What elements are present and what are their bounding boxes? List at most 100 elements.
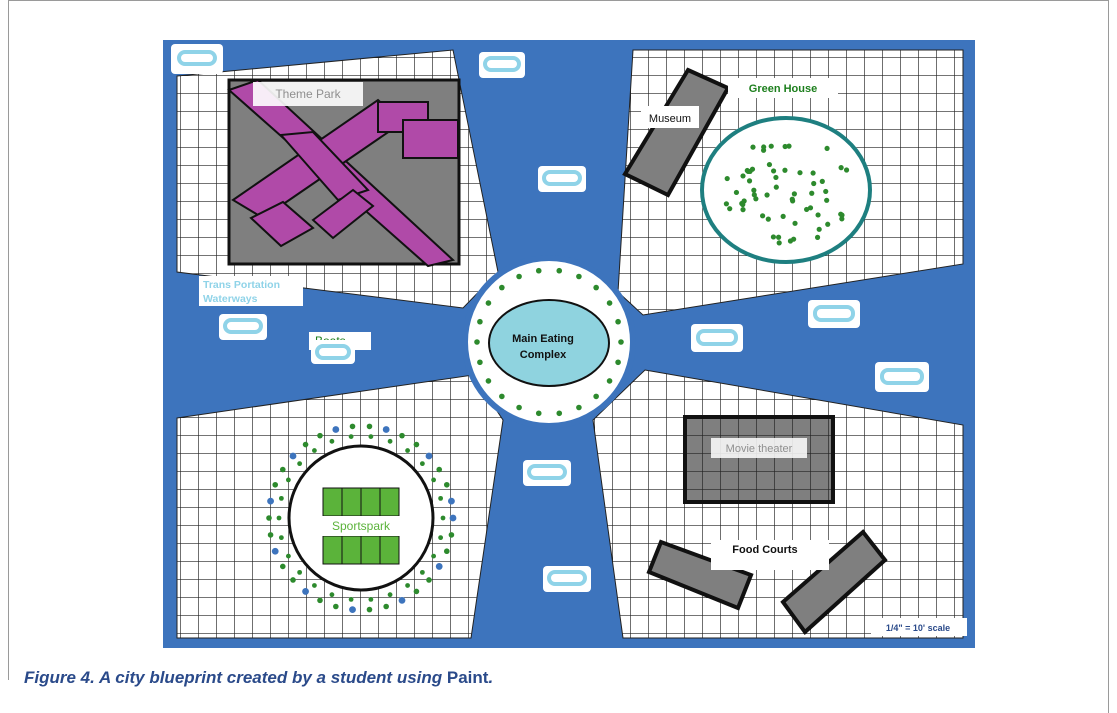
tree-icon: [348, 434, 354, 439]
tree-icon: [797, 170, 803, 176]
main-eating-label-line1: Main Eating: [512, 333, 574, 345]
tree-icon: [843, 167, 850, 173]
tree-icon: [838, 165, 844, 171]
tree-icon: [814, 234, 821, 240]
tree-icon: [744, 167, 750, 174]
tree-icon: [556, 410, 563, 417]
sportspark-label: Sportspark: [332, 519, 391, 533]
tree-icon: [839, 212, 845, 218]
tree-icon: [810, 170, 816, 176]
movie-theater: Movie theater: [683, 415, 835, 504]
tree-icon: [576, 273, 582, 280]
tree-icon: [435, 563, 443, 570]
tree-icon: [436, 466, 443, 473]
caption-app-name: Paint: [446, 668, 489, 687]
tree-icon: [760, 213, 766, 219]
boat-icon: [223, 318, 263, 334]
tree-icon: [499, 284, 505, 291]
tree-icon: [312, 448, 317, 453]
tree-icon: [499, 393, 505, 400]
movie-theater-label: Movie theater: [726, 443, 793, 455]
tree-icon: [775, 234, 782, 240]
tree-icon: [413, 588, 420, 595]
tree-icon: [749, 166, 756, 172]
tree-icon: [776, 240, 782, 246]
tree-icon: [819, 178, 825, 184]
tree-icon: [405, 448, 410, 453]
tree-icon: [803, 206, 810, 213]
tree-icon: [751, 192, 757, 198]
tree-icon: [765, 216, 771, 222]
tree-icon: [764, 192, 770, 198]
tree-icon: [278, 535, 284, 541]
tree-icon: [485, 378, 492, 384]
tree-icon: [333, 603, 339, 610]
tree-icon: [443, 548, 450, 555]
caption-end: .: [488, 668, 494, 687]
tree-icon: [271, 547, 279, 555]
tree-icon: [279, 466, 286, 473]
tree-icon: [751, 187, 757, 193]
tree-icon: [398, 596, 406, 604]
transportation-label-line2: Waterways: [203, 293, 258, 305]
tree-icon: [329, 592, 335, 598]
tree-icon: [789, 196, 795, 202]
tree-icon: [279, 563, 286, 570]
scale-label-group: 1/4" = 10' scale: [871, 618, 967, 636]
tree-icon: [448, 497, 455, 505]
tree-icon: [348, 597, 354, 602]
transportation-label-group: Trans Portation Waterways: [199, 276, 303, 306]
tree-icon: [535, 410, 542, 417]
tree-icon: [809, 190, 815, 196]
tree-icon: [516, 273, 522, 280]
tree-icon: [449, 514, 457, 522]
tree-icon: [816, 226, 822, 232]
tree-icon: [766, 161, 773, 168]
tree-icon: [366, 606, 373, 613]
boat-icon: [880, 368, 924, 385]
main-eating-label-line2: Complex: [520, 349, 567, 361]
tree-icon: [440, 515, 446, 521]
tree-icon: [811, 180, 817, 187]
tree-icon: [733, 189, 740, 196]
tree-icon: [312, 583, 317, 588]
tree-icon: [824, 197, 830, 203]
tree-icon: [823, 188, 829, 195]
city-blueprint-map: Theme Park Museum Green House Trans Port…: [163, 40, 975, 648]
tree-icon: [349, 423, 356, 430]
tree-icon: [297, 569, 303, 575]
tree-icon: [780, 213, 786, 219]
boat-icon: [177, 50, 217, 66]
tree-icon: [615, 359, 621, 366]
sportspark: Sportspark: [266, 423, 457, 614]
tree-icon: [382, 426, 390, 433]
tree-icon: [477, 318, 483, 325]
tree-icon: [727, 206, 733, 212]
tree-icon: [349, 606, 356, 614]
tree-icon: [606, 378, 613, 384]
tree-icon: [387, 438, 393, 444]
tree-icon: [782, 167, 788, 173]
main-eating-complex: Main Eating Complex: [462, 255, 636, 429]
tree-icon: [431, 477, 437, 483]
museum: Museum: [622, 67, 731, 198]
tree-icon: [419, 461, 425, 467]
tree-icon: [740, 173, 746, 179]
tree-icon: [267, 532, 274, 538]
tree-icon: [606, 300, 613, 306]
tree-icon: [443, 481, 450, 488]
boat-icon: [696, 329, 738, 346]
tree-icon: [317, 597, 323, 604]
tree-icon: [285, 477, 291, 483]
tree-icon: [723, 201, 730, 207]
tree-icon: [266, 515, 272, 521]
museum-label: Museum: [649, 113, 691, 125]
tree-icon: [272, 481, 279, 488]
tree-icon: [267, 497, 274, 505]
tree-icon: [615, 318, 621, 325]
transportation-label-line1: Trans Portation: [203, 279, 280, 291]
tree-icon: [516, 404, 522, 411]
tree-icon: [825, 221, 831, 227]
tree-icon: [368, 434, 374, 439]
tree-icon: [302, 441, 309, 448]
